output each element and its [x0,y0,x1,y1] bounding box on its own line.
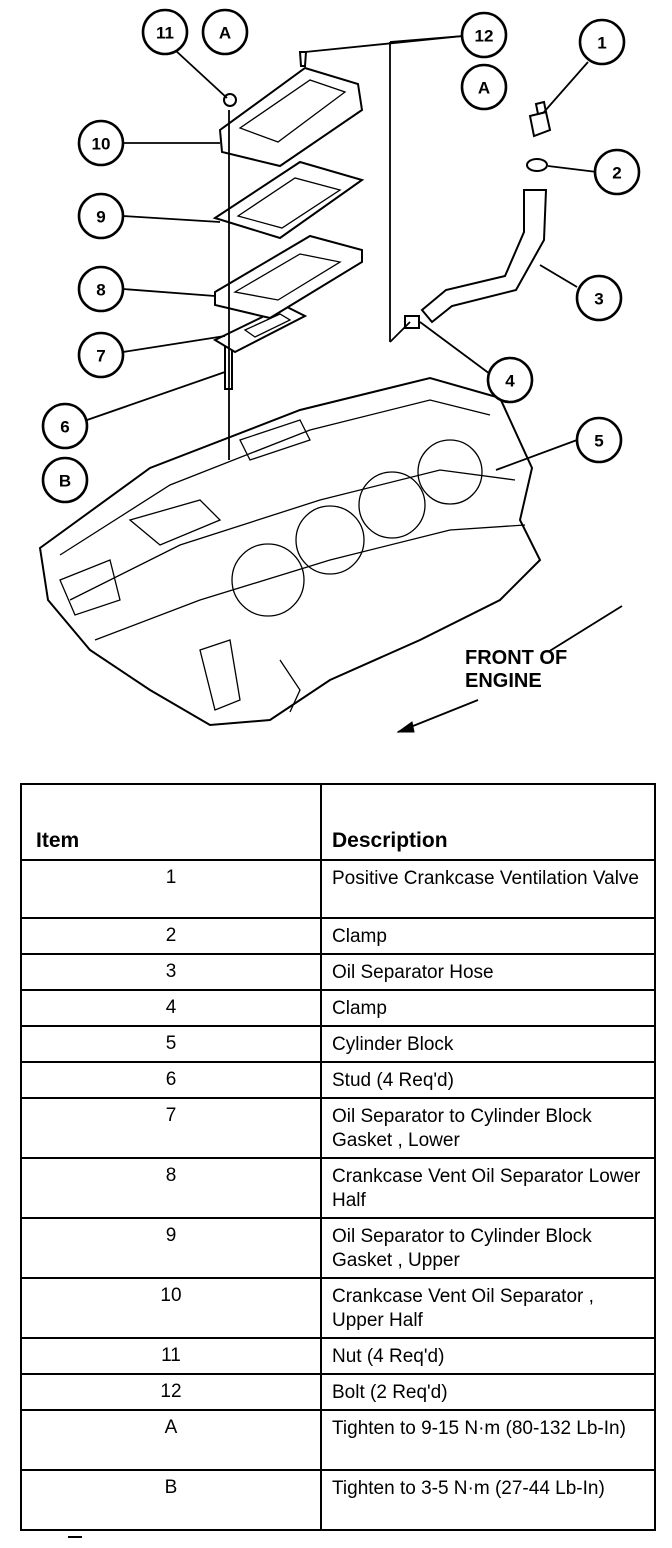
description-cell: Tighten to 3-5 N·m (27-44 Lb-In) [320,1469,656,1531]
description-cell: Stud (4 Req'd) [320,1061,656,1099]
item-cell: 5 [20,1025,322,1063]
table-row: 12 Bolt (2 Req'd) [20,1373,656,1411]
item-cell: B [20,1469,322,1531]
leader-lines [86,35,598,471]
description-column-header: Description [320,783,656,861]
description-cell: Tighten to 9-15 N·m (80-132 Lb-In) [320,1409,656,1471]
item-column-header: Item [20,783,322,861]
svg-text:3: 3 [594,290,603,309]
item-cell: 11 [20,1337,322,1375]
description-cell: Clamp [320,917,656,955]
clamp-upper-drawing [526,158,548,172]
item-cell: 6 [20,1061,322,1099]
svg-text:5: 5 [594,432,603,451]
callout-10: 10 [77,119,125,167]
separator-upper-half-drawing [218,66,364,168]
callout-a-top-left: A [201,8,249,56]
description-cell: Oil Separator to Cylinder Block Gasket ,… [320,1097,656,1159]
item-cell: 7 [20,1097,322,1159]
table-row: 1 Positive Crankcase Ventilation Valve [20,859,656,919]
table-row: 11 Nut (4 Req'd) [20,1337,656,1375]
description-cell: Positive Crankcase Ventilation Valve [320,859,656,919]
svg-text:1: 1 [597,34,606,53]
table-row: 7 Oil Separator to Cylinder Block Gasket… [20,1097,656,1159]
front-of-engine-label-line2: ENGINE [465,670,542,692]
clamp-lower-drawing [404,315,420,329]
item-cell: A [20,1409,322,1471]
item-cell: 3 [20,953,322,991]
description-cell: Oil Separator to Cylinder Block Gasket ,… [320,1217,656,1279]
callout-4: 4 [486,356,534,404]
callout-b: B [41,456,89,504]
callout-5: 5 [575,416,623,464]
description-cell: Crankcase Vent Oil Separator Lower Half [320,1157,656,1219]
table-row: A Tighten to 9-15 N·m (80-132 Lb-In) [20,1409,656,1471]
description-cell: Oil Separator Hose [320,953,656,991]
page-end-mark [68,1536,82,1538]
legend-header-row: Item Description [20,783,656,861]
callout-12: 12 [460,11,508,59]
description-cell: Cylinder Block [320,1025,656,1063]
item-cell: 8 [20,1157,322,1219]
description-cell: Nut (4 Req'd) [320,1337,656,1375]
svg-text:6: 6 [60,418,69,437]
callout-7: 7 [77,331,125,379]
callout-2: 2 [593,148,641,196]
table-row: 3 Oil Separator Hose [20,953,656,991]
callout-8: 8 [77,265,125,313]
front-arrow [396,699,479,733]
table-row: 9 Oil Separator to Cylinder Block Gasket… [20,1217,656,1279]
table-row: 2 Clamp [20,917,656,955]
description-cell: Bolt (2 Req'd) [320,1373,656,1411]
item-cell: 4 [20,989,322,1027]
item-cell: 9 [20,1217,322,1279]
svg-text:11: 11 [156,24,174,43]
callout-9: 9 [77,192,125,240]
table-row: 8 Crankcase Vent Oil Separator Lower Hal… [20,1157,656,1219]
table-row: 6 Stud (4 Req'd) [20,1061,656,1099]
callout-a-top-right: A [460,63,508,111]
callout-1: 1 [578,18,626,66]
svg-text:9: 9 [96,208,105,227]
table-row: 4 Clamp [20,989,656,1027]
upper-gasket-drawing [212,160,365,240]
table-row: B Tighten to 3-5 N·m (27-44 Lb-In) [20,1469,656,1531]
svg-text:A: A [219,24,231,43]
separator-lower-half-drawing [214,234,363,320]
svg-text:7: 7 [96,347,105,366]
callout-3: 3 [575,274,623,322]
svg-text:2: 2 [612,164,621,183]
callout-11: 11 [141,8,189,56]
svg-text:10: 10 [92,135,111,154]
exploded-parts-diagram: 11 A 12 A 1 10 2 9 3 8 7 4 6 5 B FRONT O… [38,8,641,733]
description-cell: Clamp [320,989,656,1027]
parts-legend-table: Item Description 1 Positive Crankcase Ve… [20,783,656,1531]
oil-separator-hose-drawing [420,189,548,324]
callout-6: 6 [41,402,89,450]
table-row: 5 Cylinder Block [20,1025,656,1063]
item-cell: 2 [20,917,322,955]
svg-text:4: 4 [505,372,515,391]
svg-text:12: 12 [475,27,494,46]
item-cell: 12 [20,1373,322,1411]
item-cell: 1 [20,859,322,919]
svg-text:8: 8 [96,281,105,300]
cylinder-block-drawing [38,376,542,727]
item-cell: 10 [20,1277,322,1339]
svg-text:B: B [59,472,71,491]
front-arrow-upper-line [547,605,623,653]
table-row: 10 Crankcase Vent Oil Separator , Upper … [20,1277,656,1339]
pcv-valve-drawing [528,110,552,138]
svg-text:A: A [478,79,490,98]
description-cell: Crankcase Vent Oil Separator , Upper Hal… [320,1277,656,1339]
front-of-engine-label-line1: FRONT OF [465,647,567,669]
